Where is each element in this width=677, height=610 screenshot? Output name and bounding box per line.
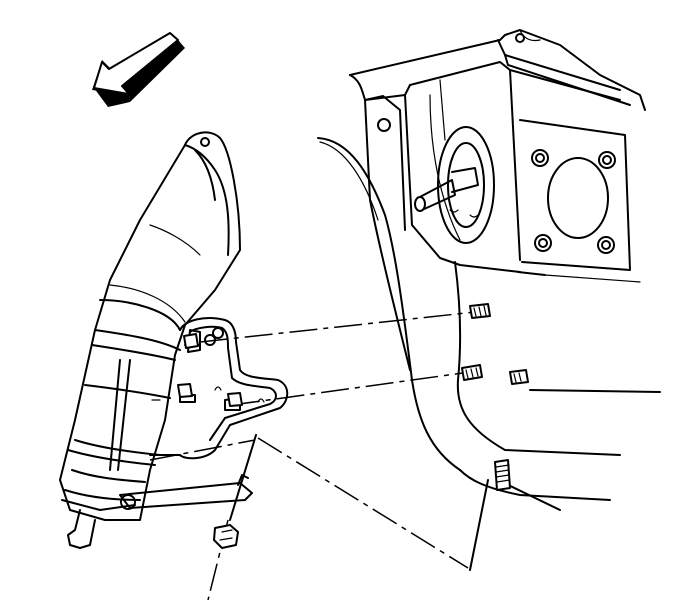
stud-lower: [494, 459, 511, 491]
body-panel: [317, 29, 661, 511]
bolt-middle: [461, 364, 483, 381]
lower-strap: [119, 474, 253, 510]
mount-plate: [519, 119, 631, 271]
direction-arrow-icon: [92, 32, 185, 107]
bolt-upper: [469, 303, 491, 319]
bolt-left: [177, 333, 243, 407]
bolt-right: [509, 369, 529, 385]
exhaust-pipe: [59, 131, 241, 549]
nut-lower: [213, 524, 239, 549]
mount-boss: [414, 126, 495, 244]
assembly-centerlines: [149, 311, 489, 601]
